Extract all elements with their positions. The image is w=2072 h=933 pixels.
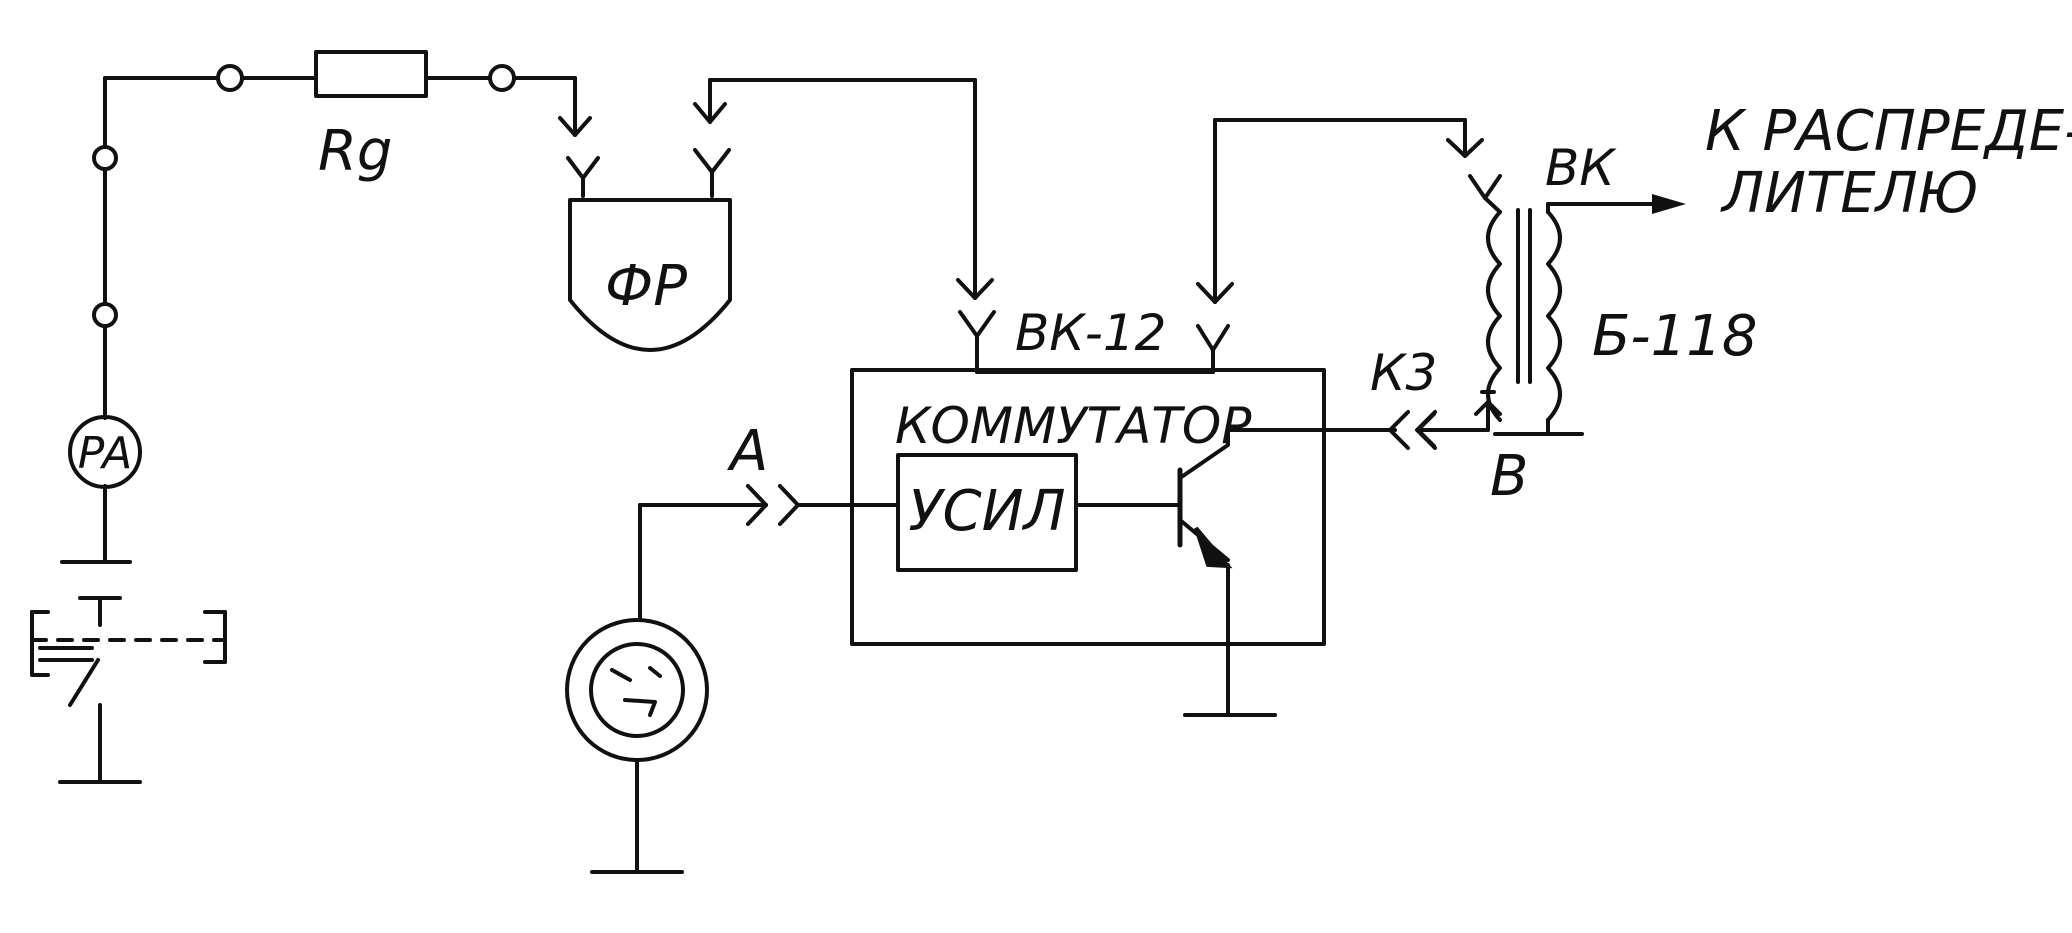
vk-label: ВК xyxy=(1545,139,1617,197)
ammeter-label: PA xyxy=(78,428,132,479)
k3-connector: К3 В xyxy=(1370,344,1528,509)
point-b-label: В xyxy=(1490,444,1528,509)
vk12-connector: ВК-12 xyxy=(956,78,1467,374)
resistor-label: Rg xyxy=(318,119,392,184)
commutator-label: КОММУТАТОР xyxy=(895,397,1252,455)
point-a-label: А xyxy=(727,419,768,484)
photoresistor-label: ФР xyxy=(605,254,687,319)
amplifier-block: УСИЛ xyxy=(795,453,1180,572)
output-label: К РАСПРЕДЕ- ЛИТЕЛЮ xyxy=(1705,99,2072,226)
output-label-line2: ЛИТЕЛЮ xyxy=(1720,161,1978,226)
amplifier-label: УСИЛ xyxy=(908,479,1065,544)
ignition-switch xyxy=(30,560,227,784)
ammeter: PA xyxy=(68,415,142,489)
terminal-circles xyxy=(92,64,516,328)
transistor xyxy=(1177,428,1397,717)
emitter-arrow-icon xyxy=(1194,526,1233,569)
left-branch-wiring xyxy=(103,76,577,562)
photoresistor-connectors xyxy=(558,76,977,198)
output-label-line1: К РАСПРЕДЕ- xyxy=(1705,99,2072,164)
commutator-box: КОММУТАТОР xyxy=(850,368,1326,646)
ignition-coil: ВК Б-118 xyxy=(1446,118,1758,436)
hall-sensor xyxy=(565,618,709,874)
resistor-rg: Rg xyxy=(314,50,428,184)
output-arrow-icon xyxy=(1652,194,1686,214)
input-a-connector: А xyxy=(638,419,800,622)
photoresistor: ФР xyxy=(568,198,732,352)
coil-label: Б-118 xyxy=(1592,304,1758,369)
k3-label: К3 xyxy=(1370,344,1437,402)
vk12-label: ВК-12 xyxy=(1015,304,1166,362)
